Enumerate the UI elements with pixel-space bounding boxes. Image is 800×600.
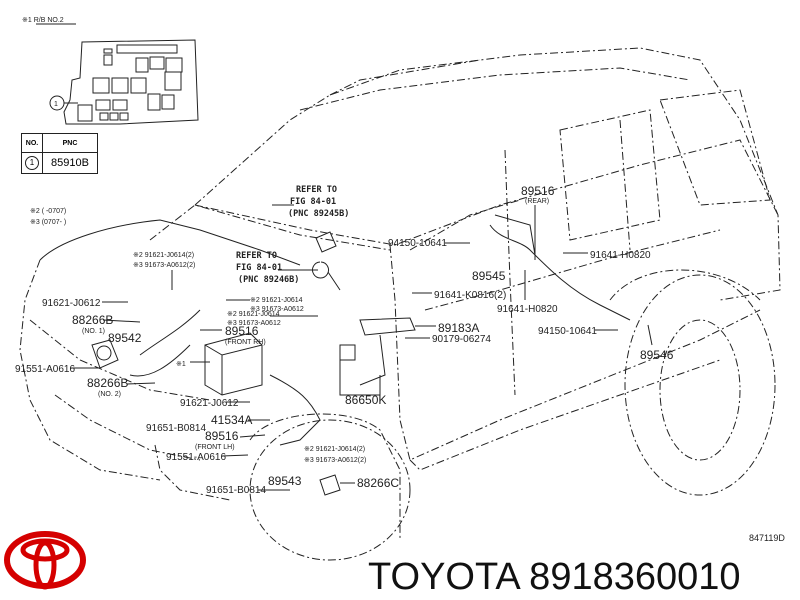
part-label: ※3 91673-A0612(2) <box>304 457 366 464</box>
part-label: 91621-J0612 <box>42 298 101 309</box>
table-cell-no: 1 <box>21 152 43 174</box>
part-label: 86650K <box>345 393 386 407</box>
table-header-no: NO. <box>21 133 43 153</box>
diagram-code: 847119D <box>749 533 785 543</box>
relay-callout-number: 1 <box>54 101 58 108</box>
part-label: (FRONT LH) <box>195 444 235 451</box>
refer-a-line-2: FIG 84-01 <box>290 197 336 207</box>
part-label: 91551-A0616 <box>166 452 226 463</box>
refer-b-line-1: REFER TO <box>236 251 277 261</box>
part-label: 91641-H0820 <box>497 304 558 315</box>
part-label: (NO. 1) <box>82 328 105 335</box>
refer-a-line-1: REFER TO <box>296 185 337 195</box>
refer-a-line-3: (PNC 89245B) <box>288 209 349 219</box>
part-label: 88266C <box>357 476 399 490</box>
part-label: 91651-B0814 <box>206 485 266 496</box>
part-label: ※3 91673-A0612 <box>227 320 281 327</box>
part-label: 88266B <box>87 376 128 390</box>
part-label: 89516 <box>225 324 259 338</box>
part-label: 91651-B0814 <box>146 423 206 434</box>
part-label: ※2 91621-J0614 <box>250 297 303 304</box>
part-label: ※3 91673-A0612 <box>250 306 304 313</box>
part-label: 94150-10641 <box>538 326 597 337</box>
part-caption: TOYOTA 8918360010 <box>368 556 741 598</box>
table-header-pnc: PNC <box>42 133 98 153</box>
part-label: 89516 <box>521 184 555 198</box>
part-label: 90179-06274 <box>432 334 491 345</box>
toyota-logo <box>4 531 86 590</box>
part-label: (FRONT RH) <box>225 339 266 346</box>
refer-b-line-2: FIG 84-01 <box>236 263 282 273</box>
part-label: 89546 <box>640 348 674 362</box>
components <box>129 214 631 496</box>
part-label: 89542 <box>108 331 142 345</box>
part-label: 91641-K0816(2) <box>434 290 506 301</box>
part-label: 89543 <box>268 474 302 488</box>
part-labels: ※2 91621-J0614(2) ※3 91673-A0612(2) 91621-… <box>15 184 674 496</box>
relay-block-title: ※1 R/B NO.2 <box>22 17 64 24</box>
part-label: 89183A <box>438 321 479 335</box>
relay-block-drawing: 1 ※1 R/B NO.2 <box>22 17 199 125</box>
part-label: ※2 91621-J0614(2) <box>304 446 365 453</box>
part-label: ※2 91621-J0614 <box>227 311 280 318</box>
refer-b-line-3: (PNC 89246B) <box>238 275 299 285</box>
leader-lines <box>70 204 653 491</box>
part-label: (NO. 2) <box>98 391 121 398</box>
part-label: 91551-A0616 <box>15 364 75 375</box>
part-label: 94150-10641 <box>388 238 447 249</box>
part-label: ※3 91673-A0612(2) <box>133 262 195 269</box>
table-cell-pnc: 85910B <box>42 152 98 174</box>
part-label: 89545 <box>472 269 506 283</box>
part-label: 88266B <box>72 313 113 327</box>
table-row: 1 85910B <box>21 152 98 174</box>
refer-note-89246b: REFER TO FIG 84-01 (PNC 89246B) <box>236 251 299 285</box>
part-label: 91641-H0820 <box>590 250 651 261</box>
part-label: ※1 <box>176 361 186 368</box>
refer-note-89245b: REFER TO FIG 84-01 (PNC 89245B) <box>288 185 349 219</box>
note-3: ※3 (0707- ) <box>30 219 66 226</box>
parts-table: NO. PNC 1 85910B <box>21 133 98 174</box>
part-label: (REAR) <box>525 198 549 205</box>
note-2: ※2 ( -0707) <box>30 208 66 215</box>
part-label: 89516 <box>205 429 239 443</box>
car-outline <box>19 47 781 561</box>
part-label: 91621-J0612 <box>180 398 239 409</box>
part-label: 41534A <box>211 413 252 427</box>
part-label: ※2 91621-J0614(2) <box>133 252 194 259</box>
